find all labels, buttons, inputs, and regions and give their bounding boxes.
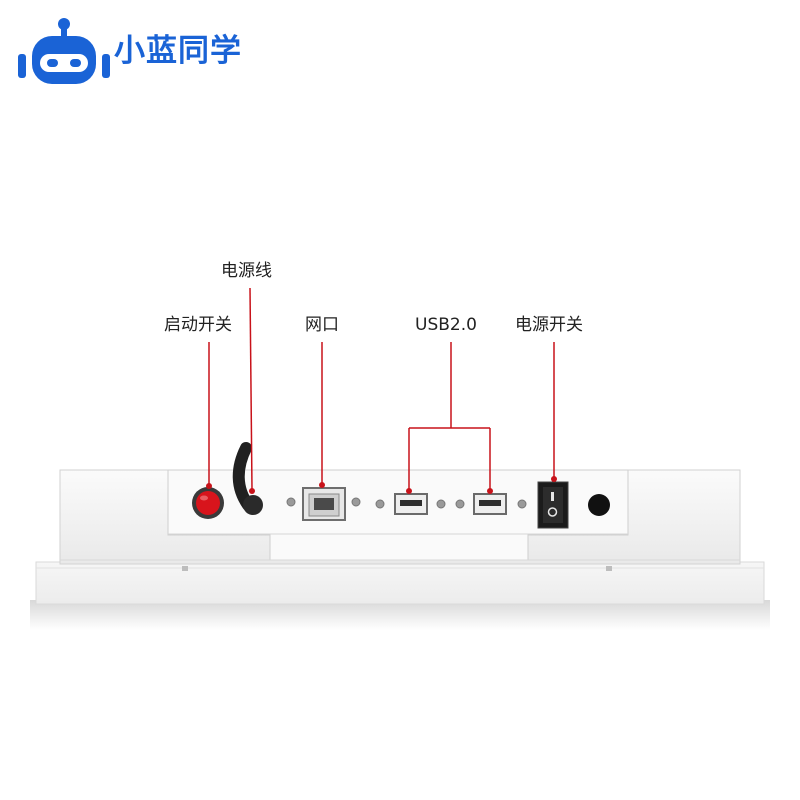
power-cord-socket — [243, 495, 263, 515]
robot-logo-icon — [18, 18, 110, 84]
start-button — [196, 491, 220, 515]
dc-hole — [588, 494, 610, 516]
callout-dots — [206, 476, 557, 494]
brand-logo — [14, 16, 294, 86]
label-start-switch: 启动开关 — [164, 315, 232, 335]
label-usb: USB2.0 — [415, 315, 477, 335]
brand-name: 小蓝同学 — [114, 33, 242, 69]
base-shadow — [30, 600, 770, 630]
callout-lines — [208, 287, 555, 491]
label-power-cord: 电源线 — [221, 261, 272, 281]
label-power-switch: 电源开关 — [515, 315, 583, 335]
label-network-port: 网口 — [305, 315, 339, 335]
